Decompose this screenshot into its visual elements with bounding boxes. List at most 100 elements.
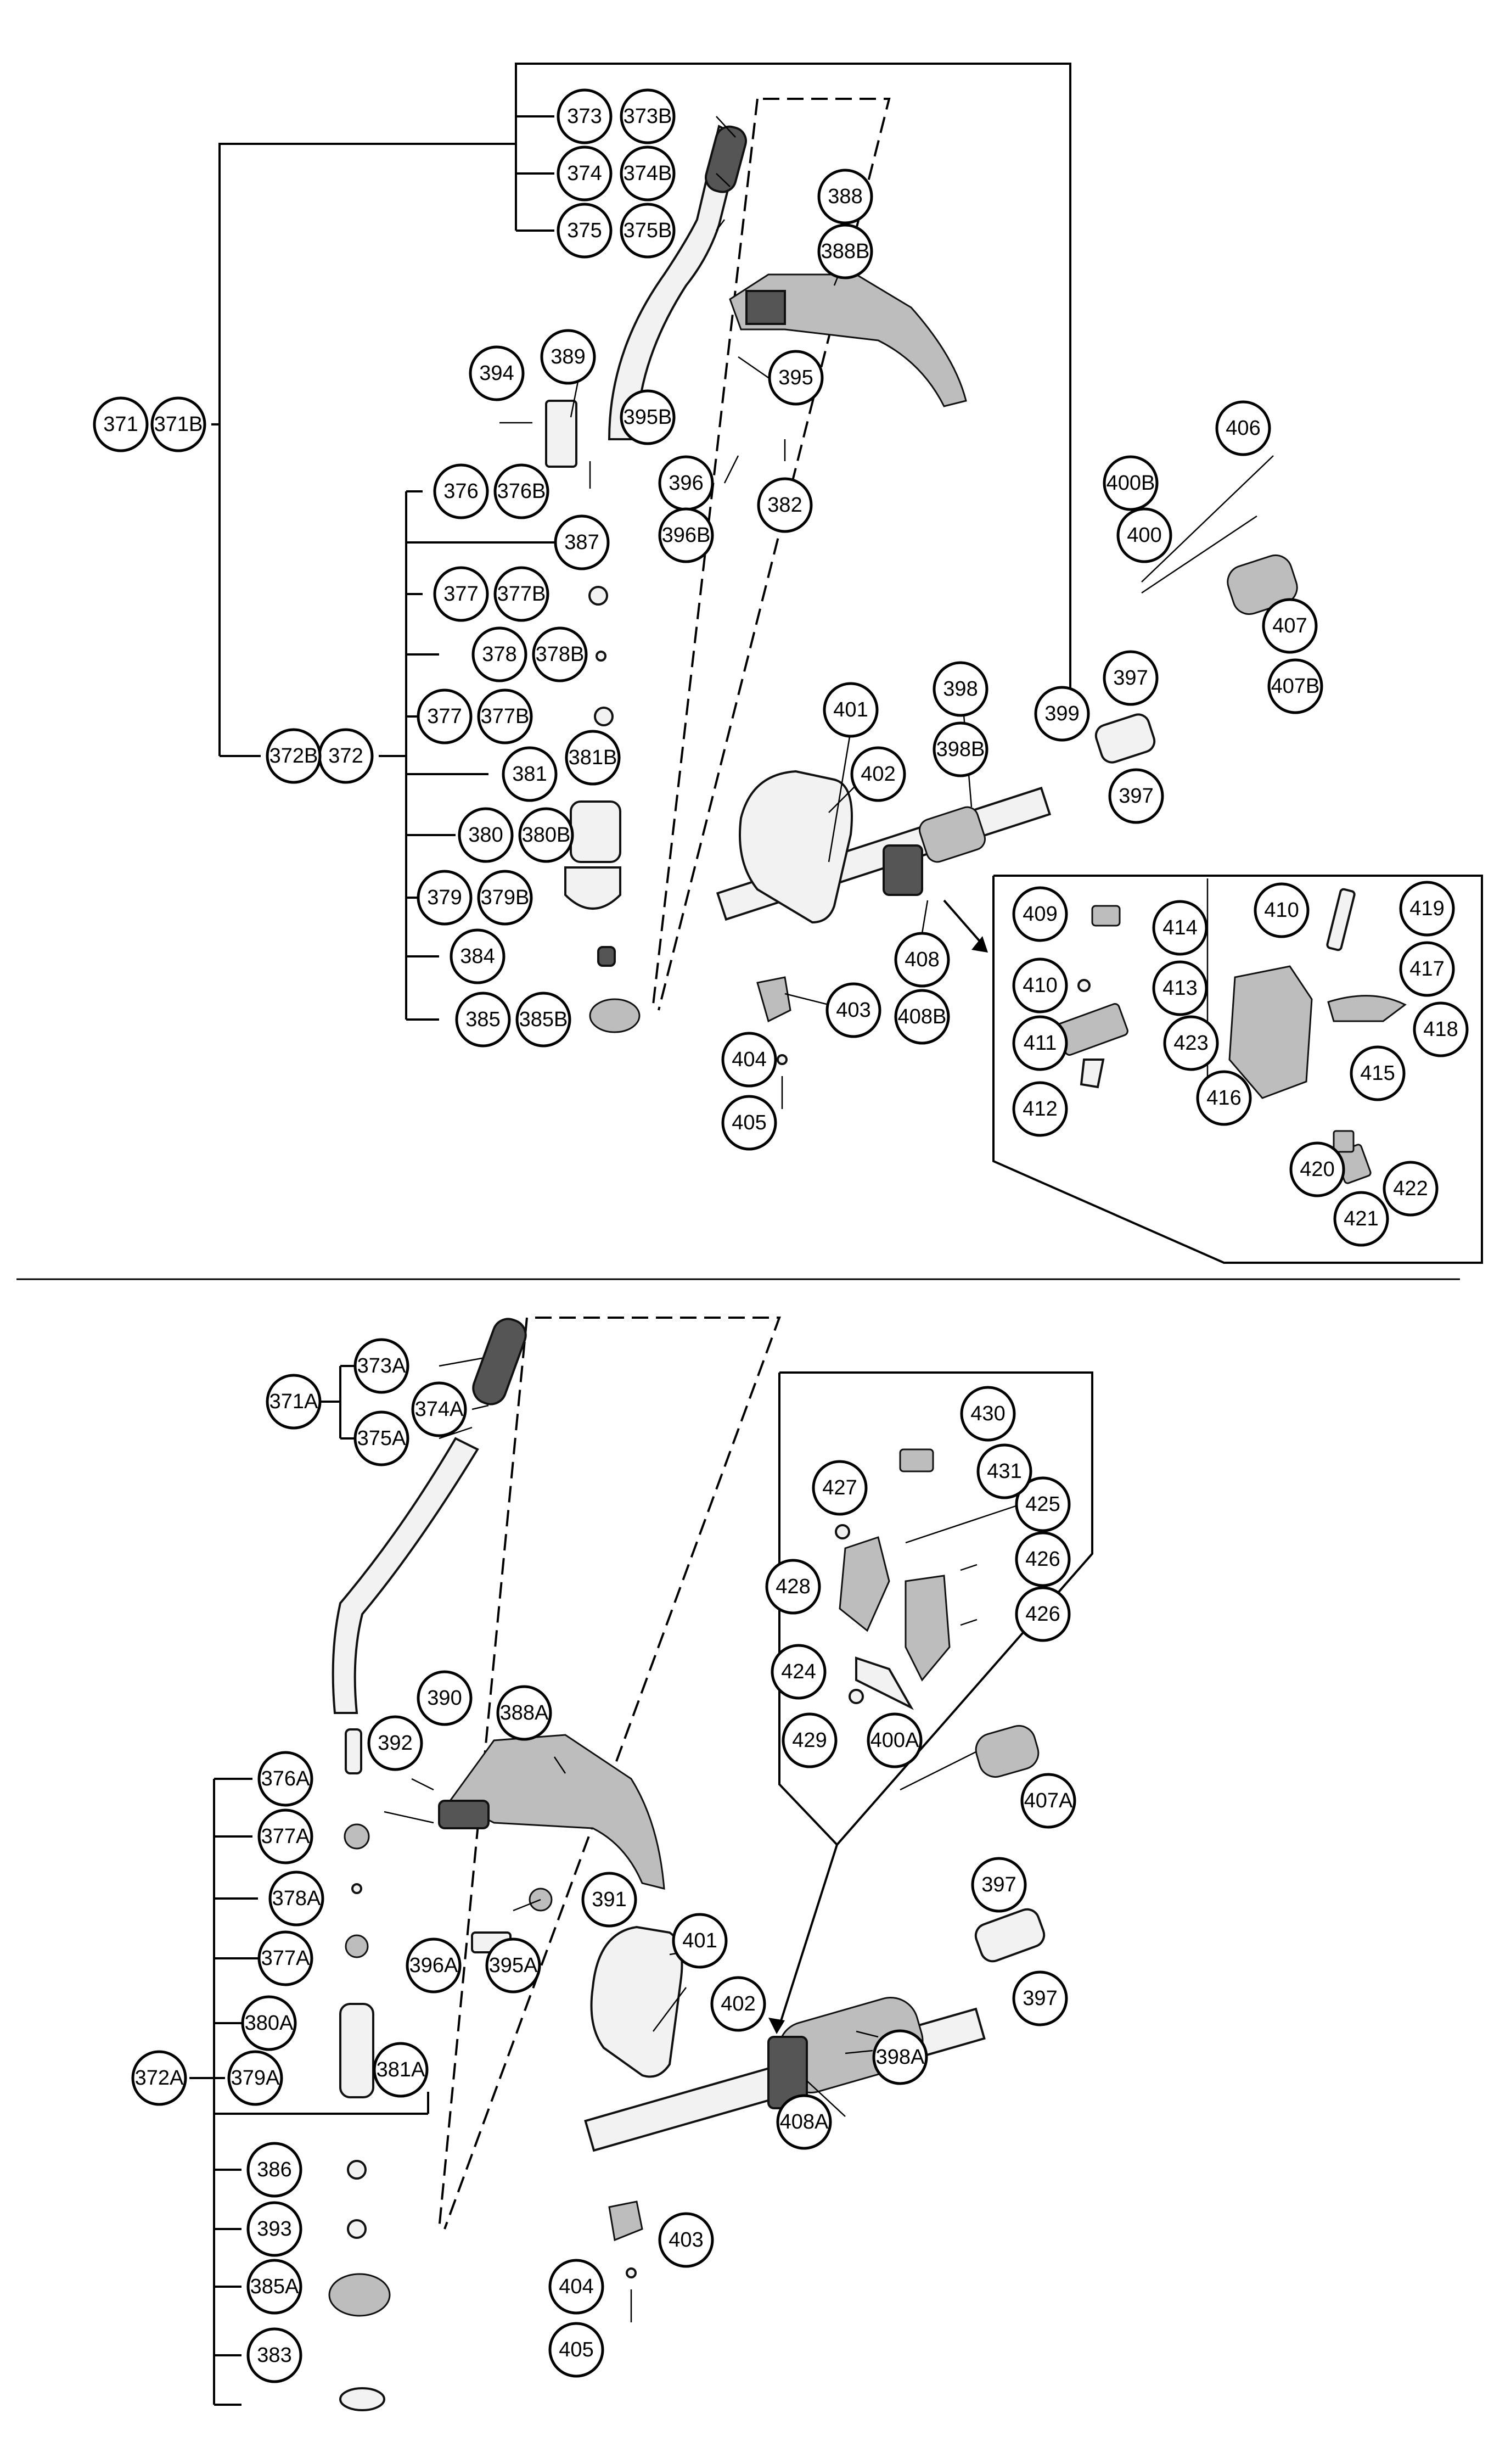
part-label-circle	[266, 728, 322, 784]
part-label-385b: 385B	[515, 992, 571, 1048]
part-label-381b: 381B	[565, 730, 621, 786]
part-label-408b: 408B	[894, 989, 950, 1045]
part-label-374b: 374B	[620, 145, 676, 201]
part-label-381: 381	[502, 746, 558, 802]
part-label-text: 395B	[624, 406, 672, 429]
part-label-circle	[960, 1386, 1016, 1442]
part-label-text: 400A	[870, 1729, 919, 1752]
part-label-circle	[471, 626, 527, 682]
part-label-text: 374	[567, 162, 602, 185]
part-label-circle	[721, 1032, 777, 1088]
part-label-circle	[93, 396, 149, 452]
part-label-405: 405	[721, 1095, 777, 1151]
part-label-377b: 377B	[493, 566, 549, 622]
part-label-377: 377	[433, 566, 489, 622]
part-label-375a: 375A	[353, 1410, 409, 1466]
part-label-circle	[1215, 400, 1271, 456]
part-label-410: 410	[1012, 957, 1068, 1013]
part-label-text: 388	[828, 185, 862, 208]
part-label-384: 384	[450, 928, 506, 984]
part-label-text: 401	[833, 698, 868, 721]
part-label-circle	[658, 2212, 714, 2268]
part-label-circle	[1108, 768, 1164, 824]
part-label-408a: 408A	[776, 2094, 832, 2150]
part-label-377: 377	[417, 688, 473, 744]
part-label-396a: 396A	[406, 1937, 462, 1993]
part-label-circle	[455, 992, 511, 1048]
part-label-377b: 377B	[477, 688, 533, 744]
part-label-394: 394	[469, 345, 525, 401]
part-label-text: 402	[861, 763, 895, 786]
part-label-text: 386	[257, 2158, 291, 2181]
part-label-text: 377A	[261, 1825, 310, 1848]
part-label-text: 406	[1226, 417, 1260, 440]
part-label-circle	[458, 807, 514, 863]
part-label-397: 397	[1012, 1970, 1068, 2026]
part-label-circle	[518, 807, 574, 863]
part-label-375b: 375B	[620, 203, 676, 259]
part-label-text: 378B	[536, 643, 585, 666]
part-label-circle	[485, 1937, 541, 1993]
part-label-text: 395	[778, 366, 813, 389]
part-label-text: 403	[836, 999, 870, 1022]
part-label-circle	[257, 1751, 313, 1807]
part-label-395: 395	[768, 350, 824, 406]
part-label-text: 407B	[1271, 675, 1320, 698]
part-label-text: 398B	[936, 738, 985, 761]
part-label-text: 380A	[245, 2012, 294, 2035]
part-label-text: 400	[1127, 524, 1161, 547]
part-label-419: 419	[1399, 881, 1455, 937]
part-label-circle	[771, 1644, 827, 1700]
part-label-circle	[565, 730, 621, 786]
part-label-circle	[417, 1670, 473, 1726]
part-label-text: 390	[427, 1687, 462, 1710]
part-label-circle	[557, 203, 613, 259]
part-label-circle	[493, 566, 549, 622]
part-label-circle	[812, 1460, 868, 1516]
part-label-text: 377B	[481, 705, 530, 728]
part-label-418: 418	[1413, 1001, 1469, 1057]
part-label-circle	[710, 1976, 766, 2032]
part-label-circle	[1012, 1970, 1068, 2026]
part-label-text: 393	[257, 2217, 291, 2241]
part-label-410: 410	[1254, 882, 1310, 938]
part-label-text: 415	[1360, 1062, 1395, 1085]
part-label-circle	[246, 2142, 302, 2198]
part-label-circle	[581, 1872, 637, 1928]
part-label-text: 391	[592, 1888, 626, 1911]
top-section	[211, 63, 1298, 1109]
part-label-text: 396B	[662, 524, 711, 547]
part-label-text: 375A	[357, 1427, 406, 1450]
part-label-text: 371A	[269, 1390, 318, 1413]
part-label-text: 385B	[519, 1008, 568, 1031]
part-label-373a: 373A	[353, 1338, 409, 1394]
part-label-text: 377B	[497, 583, 546, 606]
part-label-389: 389	[540, 329, 596, 385]
part-label-text: 381A	[377, 2058, 425, 2081]
part-label-text: 398	[943, 677, 978, 701]
part-label-text: 396A	[409, 1954, 458, 1977]
part-label-text: 373B	[624, 105, 672, 128]
part-label-text: 388A	[500, 1701, 549, 1724]
part-label-circle	[406, 1937, 462, 1993]
part-label-text: 426	[1025, 1548, 1060, 1571]
part-label-372a: 372A	[131, 2050, 187, 2106]
part-label-text: 402	[721, 1992, 755, 2015]
part-label-circle	[782, 1712, 838, 1768]
part-label-378: 378	[471, 626, 527, 682]
bottom-section	[189, 1317, 1046, 2411]
part-label-388b: 388B	[817, 223, 873, 279]
part-label-411: 411	[1012, 1015, 1068, 1071]
part-label-circle	[227, 2050, 283, 2106]
part-label-400: 400	[1116, 507, 1172, 563]
part-label-text: 372	[328, 744, 363, 768]
detail-box-bottom	[778, 1371, 1093, 1846]
part-label-circle	[850, 746, 906, 802]
part-label-circle	[548, 2259, 604, 2315]
part-label-412: 412	[1012, 1081, 1068, 1137]
part-label-371a: 371A	[266, 1374, 322, 1430]
part-label-398b: 398B	[933, 721, 988, 777]
part-label-text: 380B	[522, 824, 571, 847]
part-label-378b: 378B	[532, 626, 588, 682]
